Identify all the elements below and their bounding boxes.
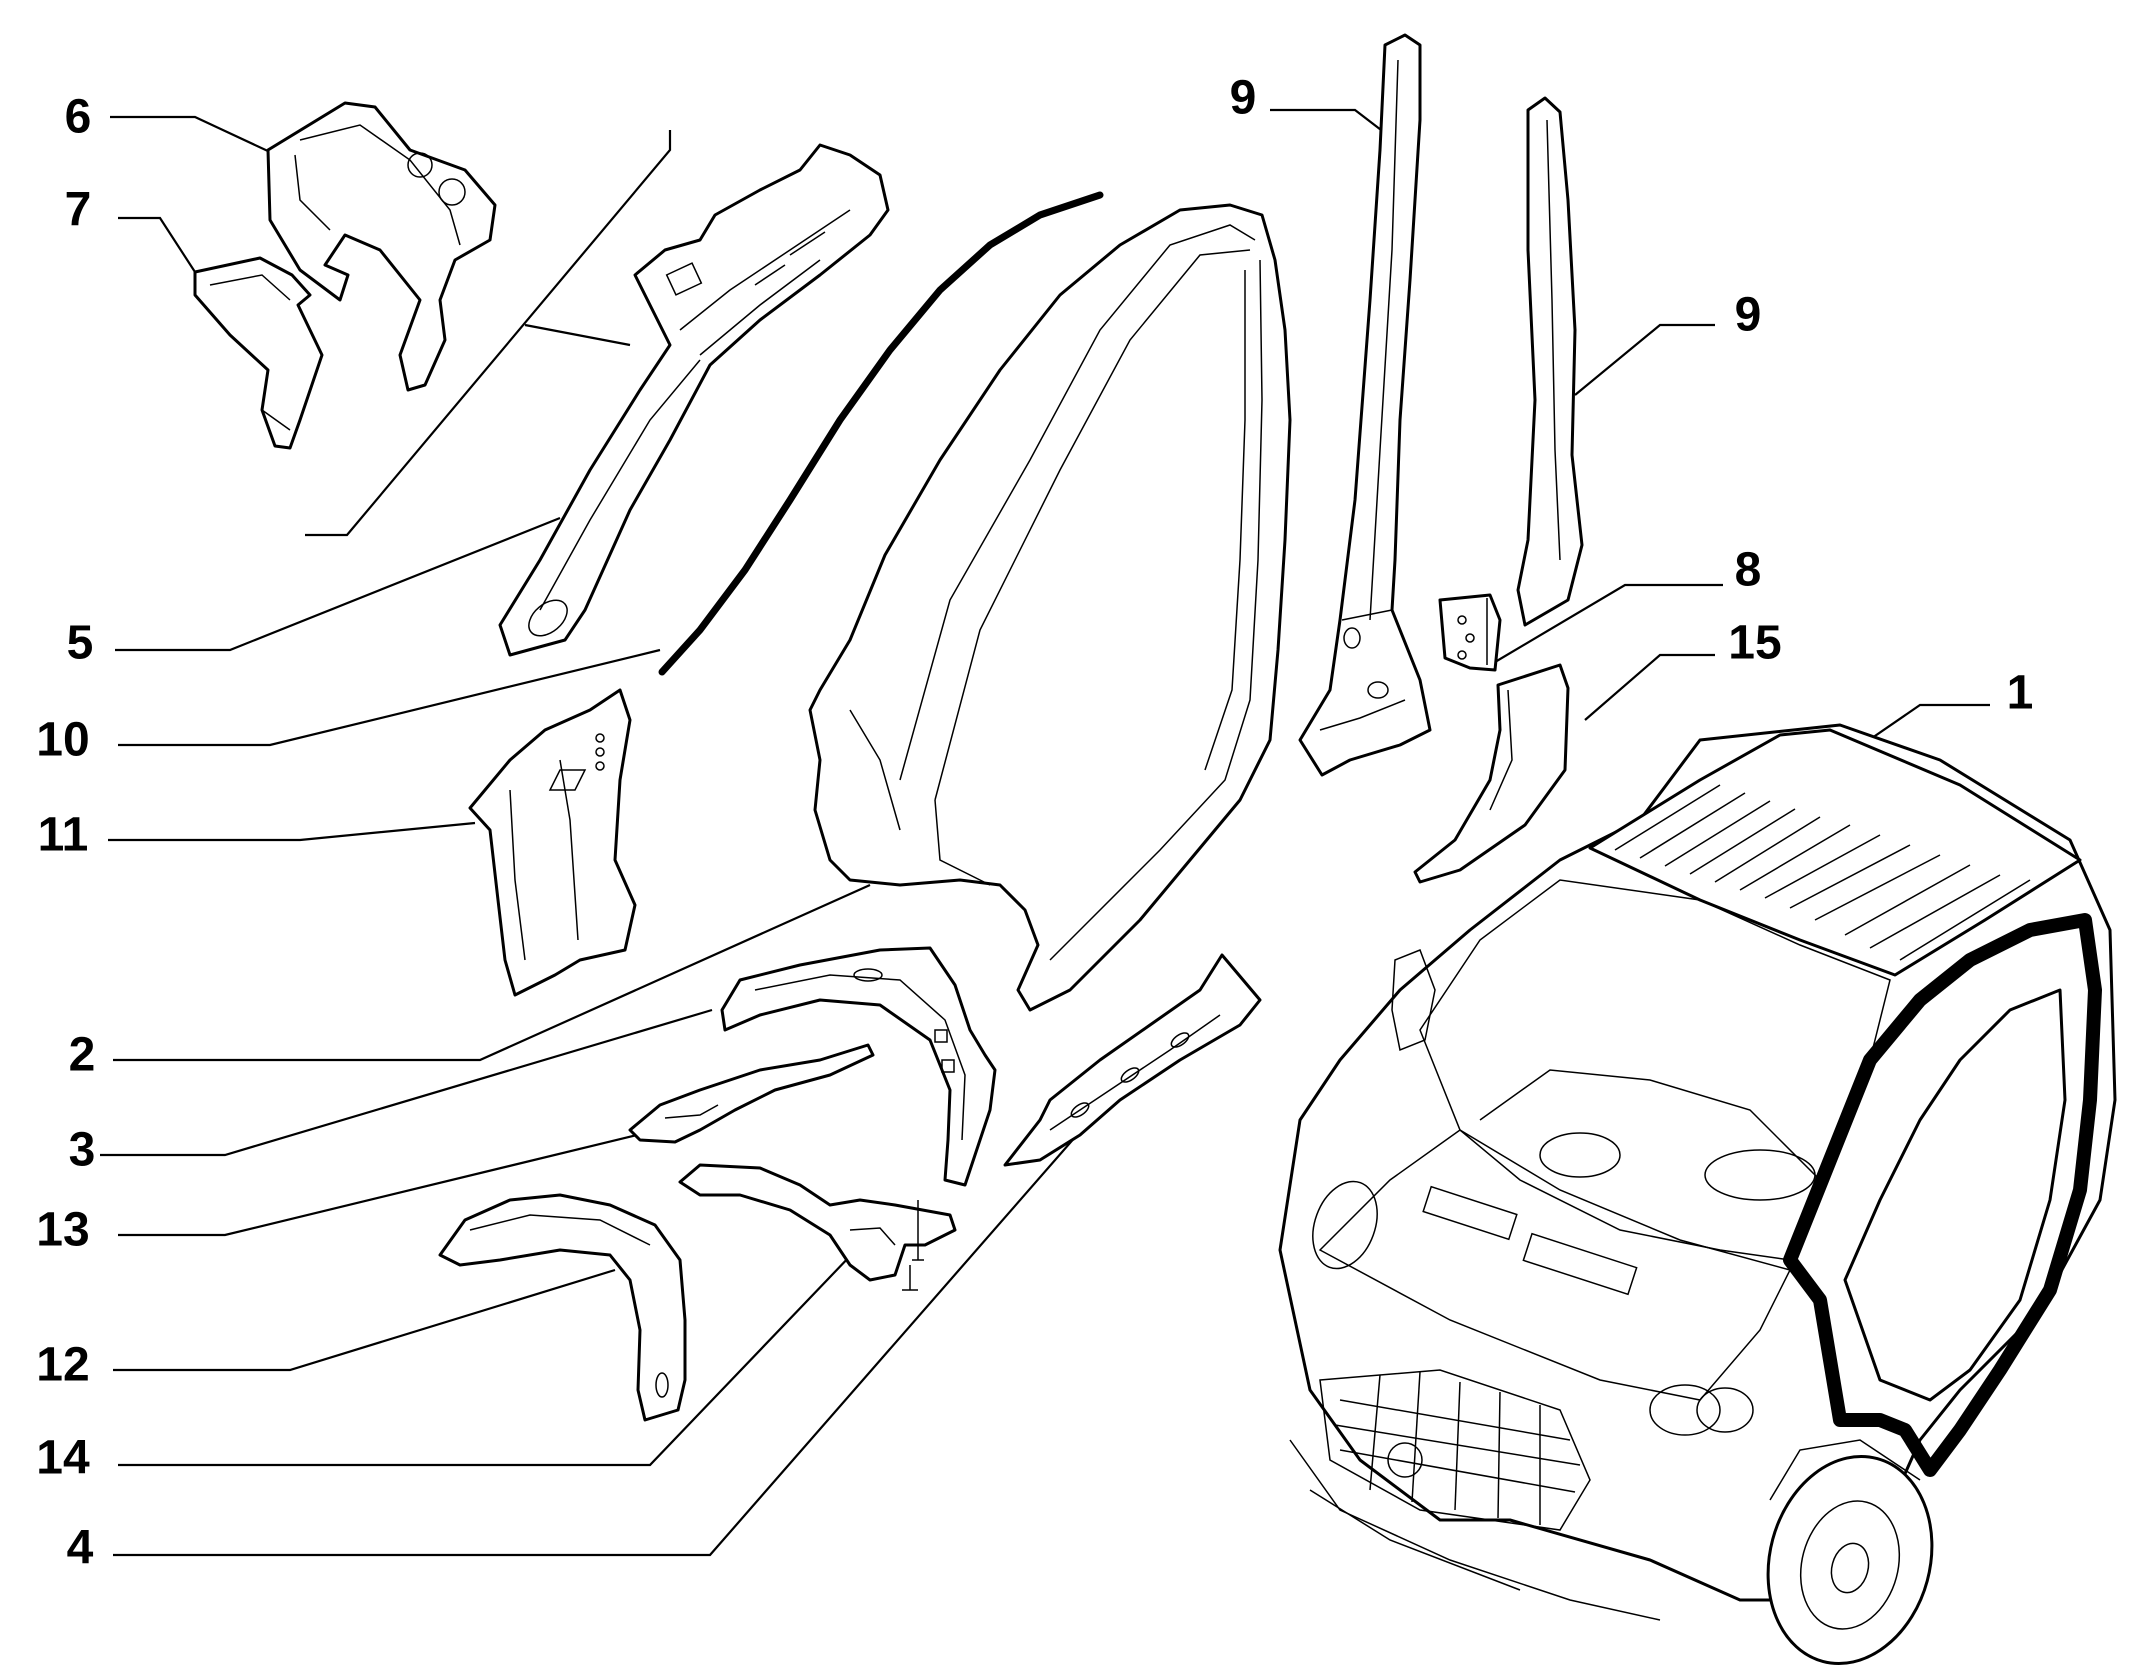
- part-5-pillar: [498, 143, 890, 657]
- part-11-panel: [468, 688, 637, 997]
- callout-labels: 6 7 5 10 11 2 3 13 12 14 4 9 9 8 15 1: [36, 72, 2033, 1575]
- callout-13: 13: [36, 1204, 89, 1257]
- leader-6: [110, 115, 271, 153]
- leader-12: [113, 1268, 616, 1372]
- callout-9-right: 9: [1735, 289, 1762, 342]
- part-12-arch: [438, 1193, 687, 1422]
- leader-lines: [100, 108, 1990, 1557]
- callout-2: 2: [69, 1029, 96, 1082]
- wheel-icon: [1766, 1454, 1934, 1666]
- part-3-wheel-arch: [720, 946, 997, 1187]
- part-4-sill: [1003, 953, 1262, 1167]
- leader-4: [113, 1079, 1126, 1557]
- callout-4: 4: [67, 1522, 94, 1575]
- callout-3: 3: [69, 1124, 96, 1177]
- leader-3: [100, 1008, 713, 1157]
- part-10-seal: [658, 191, 1104, 676]
- callout-6: 6: [65, 91, 92, 144]
- part-6-bracket: [266, 101, 497, 392]
- brand-badge-icon: [1387, 1442, 1423, 1478]
- callout-9-left: 9: [1230, 72, 1257, 125]
- leader-11: [108, 821, 476, 842]
- part-13-strip: [628, 1043, 875, 1144]
- part-7-bracket: [193, 256, 324, 450]
- leader-7: [118, 216, 196, 273]
- leader-10: [118, 648, 661, 747]
- callout-10: 10: [36, 714, 89, 767]
- leader-5: [115, 516, 561, 652]
- leader-14: [118, 1229, 876, 1467]
- part-9-left-pillar: [1298, 33, 1432, 777]
- callout-5: 5: [67, 617, 94, 670]
- leader-9a: [1270, 108, 1386, 134]
- leader-15: [1584, 653, 1715, 721]
- leader-9b: [1574, 323, 1715, 396]
- callout-11: 11: [38, 809, 89, 862]
- callout-7: 7: [65, 184, 92, 237]
- part-2-door-frame: [808, 203, 1292, 1012]
- leader-6-7-arrow: [524, 323, 631, 347]
- roof-ribs: [1614, 784, 2031, 961]
- door-opening-highlight: [1783, 913, 2102, 1477]
- callout-15: 15: [1728, 617, 1781, 670]
- callout-14: 14: [36, 1432, 90, 1485]
- callout-1: 1: [2007, 667, 2034, 720]
- part-14-bracket: [678, 1163, 957, 1291]
- part-1-van: [1278, 723, 2117, 1666]
- leader-6-7-guide: [305, 130, 672, 537]
- leader-13: [118, 1133, 638, 1237]
- callout-12: 12: [36, 1339, 89, 1392]
- part-8-plate: [1438, 593, 1502, 672]
- leader-8: [1489, 583, 1723, 666]
- leader-2: [113, 883, 871, 1062]
- callout-8: 8: [1735, 544, 1762, 597]
- grille-bars: [1334, 1371, 1581, 1525]
- part-9-right-pillar: [1516, 96, 1584, 627]
- part-15-panel: [1413, 663, 1570, 884]
